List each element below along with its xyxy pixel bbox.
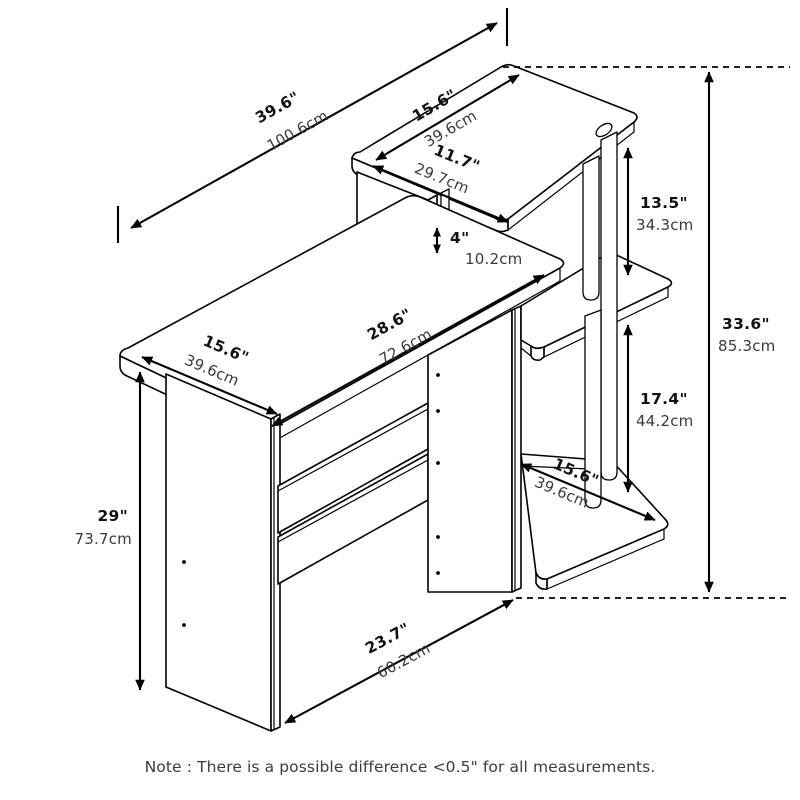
- dim-line-bottom-shelf-depth: [520, 463, 656, 521]
- center-divider-panel: [427, 305, 522, 593]
- panel-screw-hole: [436, 461, 440, 465]
- post-front-upper: [600, 131, 618, 481]
- dim-keyboard-tray-height: 4" 10.2cm: [432, 227, 522, 268]
- dim-label-upper-shelf-gap-cm: 34.3cm: [636, 216, 693, 234]
- dim-label-keyboard-tray-height-cm: 10.2cm: [465, 250, 522, 268]
- panel-screw-hole: [436, 571, 440, 575]
- dim-base-depth: 23.7" 60.2cm: [284, 599, 514, 724]
- dim-line-desktop-width: [271, 274, 545, 427]
- dim-line-desktop-depth: [141, 356, 278, 415]
- post-rear: [582, 155, 600, 301]
- dim-upper-shelf-gap: 13.5" 34.3cm: [623, 147, 693, 276]
- dim-line-overall-width: [130, 22, 498, 229]
- support-posts: [582, 131, 618, 509]
- dim-line-base-depth: [284, 599, 514, 724]
- dim-label-keyboard-tray-height-in: 4": [450, 229, 469, 247]
- dim-label-upper-shelf-gap-in: 13.5": [640, 194, 688, 212]
- panel-screw-hole: [436, 373, 440, 377]
- dim-label-lower-shelf-gap-cm: 44.2cm: [636, 412, 693, 430]
- dim-overall-height: 33.6" 85.3cm: [503, 66, 790, 599]
- cable-grommet-icon: [595, 122, 613, 138]
- dim-label-desk-height-in: 29": [97, 507, 128, 525]
- panel-screw-hole: [436, 535, 440, 539]
- bottom-shelf-front-edge: [546, 528, 665, 590]
- dim-label-lower-shelf-gap-in: 17.4": [640, 390, 688, 408]
- dim-desk-height: 29" 73.7cm: [75, 371, 145, 691]
- dim-line-top-shelf-depth: [375, 74, 520, 161]
- dim-label-overall-height-cm: 85.3cm: [718, 337, 775, 355]
- dim-lower-shelf-gap: 17.4" 44.2cm: [623, 324, 693, 493]
- panel-screw-hole: [182, 560, 186, 564]
- top-shelf-front-edge: [507, 120, 635, 232]
- panel-screw-hole: [436, 409, 440, 413]
- back-panels: [277, 402, 429, 585]
- center-panel-thickness: [511, 305, 522, 593]
- dim-line-keyboard-tray-width: [372, 165, 509, 223]
- middle-shelf-under-line: [520, 347, 532, 357]
- middle-shelf-edge: [530, 345, 545, 361]
- center-panel-face: [427, 309, 513, 593]
- left-panel-face: [165, 373, 272, 732]
- dim-label-overall-height-in: 33.6": [722, 315, 770, 333]
- panel-screw-hole: [182, 623, 186, 627]
- left-side-panel: [165, 373, 281, 732]
- measurement-note: Note : There is a possible difference <0…: [144, 758, 656, 776]
- dim-label-desk-height-cm: 73.7cm: [75, 530, 132, 548]
- back-panel-lower-edge: [277, 459, 429, 543]
